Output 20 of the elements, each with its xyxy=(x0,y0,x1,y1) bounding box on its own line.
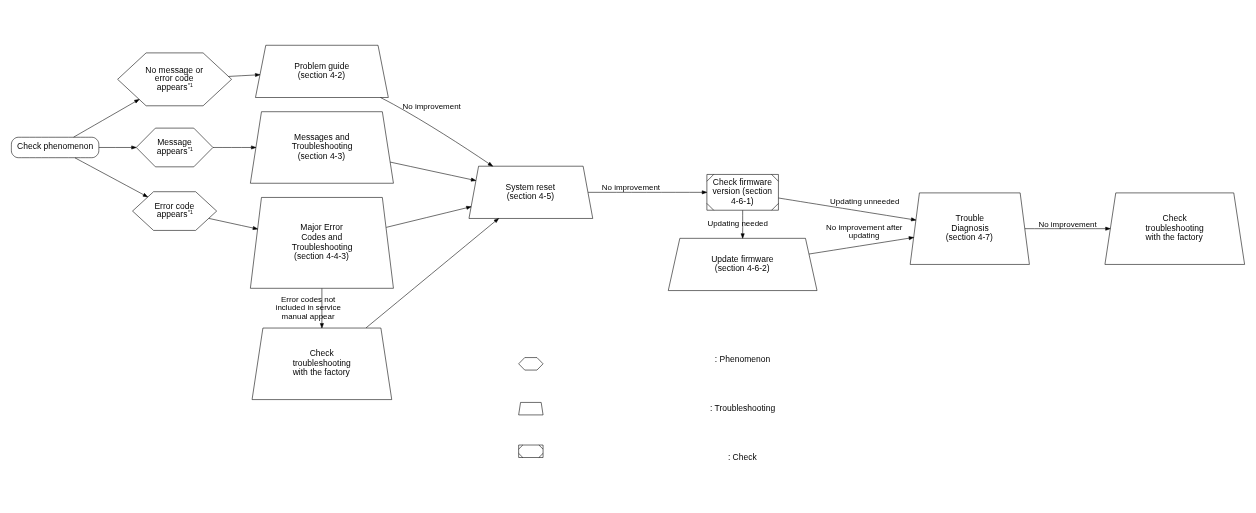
arrow xyxy=(808,236,914,255)
arrow xyxy=(1024,226,1111,231)
arrow xyxy=(74,157,148,198)
arrow xyxy=(208,218,258,230)
legend-label: : Troubleshooting xyxy=(710,402,776,413)
node-box: Check phenomenon xyxy=(11,136,100,158)
arrow xyxy=(98,145,137,150)
arrow xyxy=(365,218,499,329)
arrow xyxy=(389,161,477,182)
arrow xyxy=(380,97,493,167)
arrow xyxy=(228,73,261,77)
arrow xyxy=(740,210,745,239)
arrow xyxy=(320,288,324,329)
legend-label: : Phenomenon xyxy=(714,353,771,364)
arrow xyxy=(212,145,257,150)
arrow xyxy=(778,197,917,222)
arrow xyxy=(587,190,708,195)
arrow xyxy=(73,99,140,138)
arrow xyxy=(385,206,472,228)
legend-label: : Check xyxy=(727,451,757,462)
